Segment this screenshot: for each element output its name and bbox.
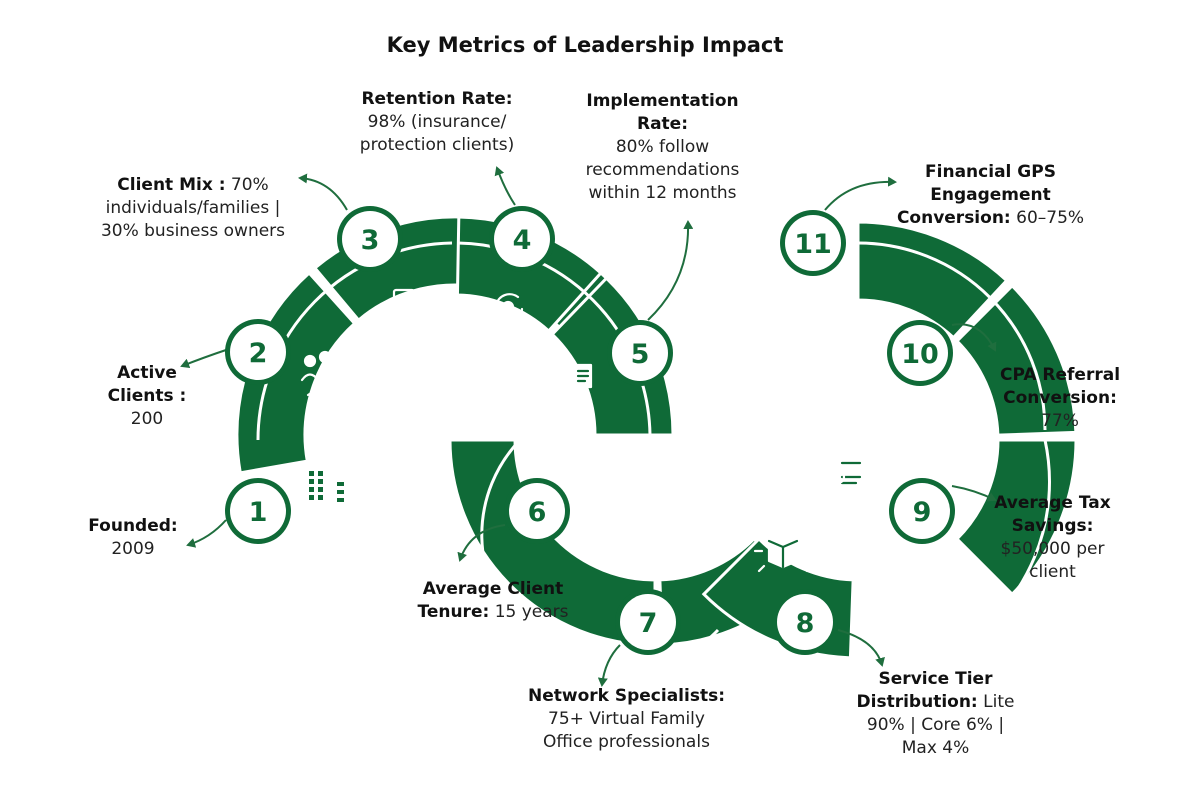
metric-5-text: Implementation Rate: 80% follow recommen…	[565, 90, 760, 205]
badge-7: 7	[615, 589, 681, 655]
connector-arrow-3	[298, 173, 348, 211]
gear-dollar-person-icon	[824, 356, 872, 408]
badge-2: 2	[225, 319, 291, 385]
metric-1-label: Founded:	[88, 516, 178, 536]
badge-face	[230, 324, 286, 380]
metric-2-value: 200	[130, 409, 164, 429]
badge-number: 1	[249, 497, 268, 528]
metric-11-text: Financial GPS Engagement Conversion: 60–…	[888, 161, 1093, 230]
segment-10	[954, 283, 1078, 437]
badge-number: 5	[631, 339, 650, 370]
metric-7-text: Network Specialists: 75+ Virtual Family …	[524, 685, 729, 754]
metric-4-text: Retention Rate: 98% (insurance/ protecti…	[342, 88, 532, 157]
connector-arrow-1	[186, 519, 227, 548]
segment-rim-4	[734, 439, 1051, 681]
badge-face	[230, 483, 286, 539]
connector-arrow-6	[457, 524, 506, 562]
metric-8-label: Service Tier Distribution:	[856, 669, 993, 712]
metric-10-value: 77%	[1041, 411, 1079, 431]
metric-10-label: CPA Referral Conversion:	[999, 365, 1121, 408]
team-handshake-icon	[300, 350, 350, 401]
metric-4-value: 98% (insurance/ protection clients)	[359, 112, 515, 155]
badge-10: 10	[887, 320, 953, 386]
badge-face	[612, 325, 668, 381]
badge-3: 3	[337, 206, 403, 272]
connector-arrow-7	[597, 644, 621, 687]
tax-document-icon	[826, 453, 870, 501]
metric-2-text: Active Clients : 200	[92, 362, 202, 431]
connector-arrow-11	[824, 176, 897, 211]
badge-6: 6	[504, 478, 570, 544]
metric-8-value: Lite 90% | Core 6% | Max 4%	[866, 692, 1015, 758]
metric-5-value: 80% follow recommendations within 12 mon…	[585, 137, 740, 203]
page-title: Key Metrics of Leadership Impact	[386, 33, 784, 57]
segment-rim-3	[480, 438, 720, 674]
metric-7-label: Network Specialists:	[527, 686, 725, 706]
metric-9-value: $50,000 per client	[1000, 539, 1105, 582]
badge-face	[620, 594, 676, 650]
badge-4: 4	[489, 206, 555, 272]
badge-face	[494, 211, 550, 267]
connector-arrow-9	[951, 485, 997, 502]
computer-documents-icon	[549, 363, 593, 401]
badge-number: 11	[794, 229, 832, 260]
badge-number: 3	[361, 225, 380, 256]
office-building-icon	[303, 465, 353, 507]
badge-number: 7	[639, 608, 658, 639]
badge-number: 6	[528, 497, 547, 528]
badge-face	[894, 483, 950, 539]
metric-9-label: Average Tax Savings:	[994, 493, 1111, 536]
metric-7-value: 75+ Virtual Family Office professionals	[543, 709, 710, 752]
badge-face	[509, 483, 565, 539]
metric-5-label: Implementation Rate:	[586, 91, 739, 134]
people-group-icon	[587, 455, 635, 500]
chart-magnifier-dollar-icon	[768, 290, 810, 344]
badge-number: 10	[901, 339, 939, 370]
metric-8-text: Service Tier Distribution: Lite 90% | Co…	[848, 668, 1023, 760]
badge-9: 9	[889, 478, 955, 544]
hand-person-cycle-icon	[486, 293, 526, 335]
metric-1-text: Founded: 2009	[78, 515, 188, 561]
segment-11	[856, 220, 1009, 340]
segment-6	[448, 438, 657, 647]
metric-6-value: 15 years	[494, 602, 569, 622]
connector-arrow-8	[837, 629, 885, 667]
metric-4-label: Retention Rate:	[361, 89, 513, 109]
connector-arrow-5	[647, 220, 694, 321]
office-workers-icon	[658, 528, 704, 576]
connector-arrow-10	[951, 323, 997, 352]
metric-9-text: Average Tax Savings: $50,000 per client	[990, 492, 1115, 584]
badge-face	[785, 215, 841, 271]
metric-11-value: 60–75%	[1016, 208, 1085, 228]
badge-11: 11	[780, 210, 846, 276]
badge-face	[342, 211, 398, 267]
segment-rim-5	[857, 241, 1047, 431]
badge-5: 5	[607, 320, 673, 386]
meeting-table-icon	[380, 288, 428, 336]
badge-face	[777, 594, 833, 650]
connector-arrow-4	[494, 166, 516, 206]
metric-6-text: Average Client Tenure: 15 years	[408, 578, 578, 624]
metric-3-text: Client Mix : 70% individuals/families | …	[88, 174, 298, 243]
badge-number: 9	[913, 497, 932, 528]
segment-rim-1	[256, 241, 453, 441]
metric-2-label: Active Clients :	[107, 363, 187, 406]
connector-arrow-2	[180, 349, 227, 369]
metric-3-value: 70% individuals/families | 30% business …	[100, 175, 286, 241]
badge-8: 8	[772, 589, 838, 655]
segment-9	[954, 438, 1078, 597]
metric-11-label: Financial GPS Engagement Conversion:	[896, 162, 1056, 228]
metric-6-label: Average Client Tenure:	[417, 579, 564, 622]
badge-number: 4	[513, 225, 532, 256]
badge-number: 8	[796, 608, 815, 639]
segment-1	[235, 270, 357, 475]
badge-1: 1	[225, 478, 291, 544]
metric-1-value: 2009	[111, 539, 155, 559]
badge-face	[892, 325, 948, 381]
metric-10-text: CPA Referral Conversion: 77%	[985, 364, 1135, 433]
package-arrows-icon	[753, 525, 813, 573]
badge-number: 2	[249, 338, 268, 369]
metric-3-label: Client Mix :	[117, 175, 226, 195]
